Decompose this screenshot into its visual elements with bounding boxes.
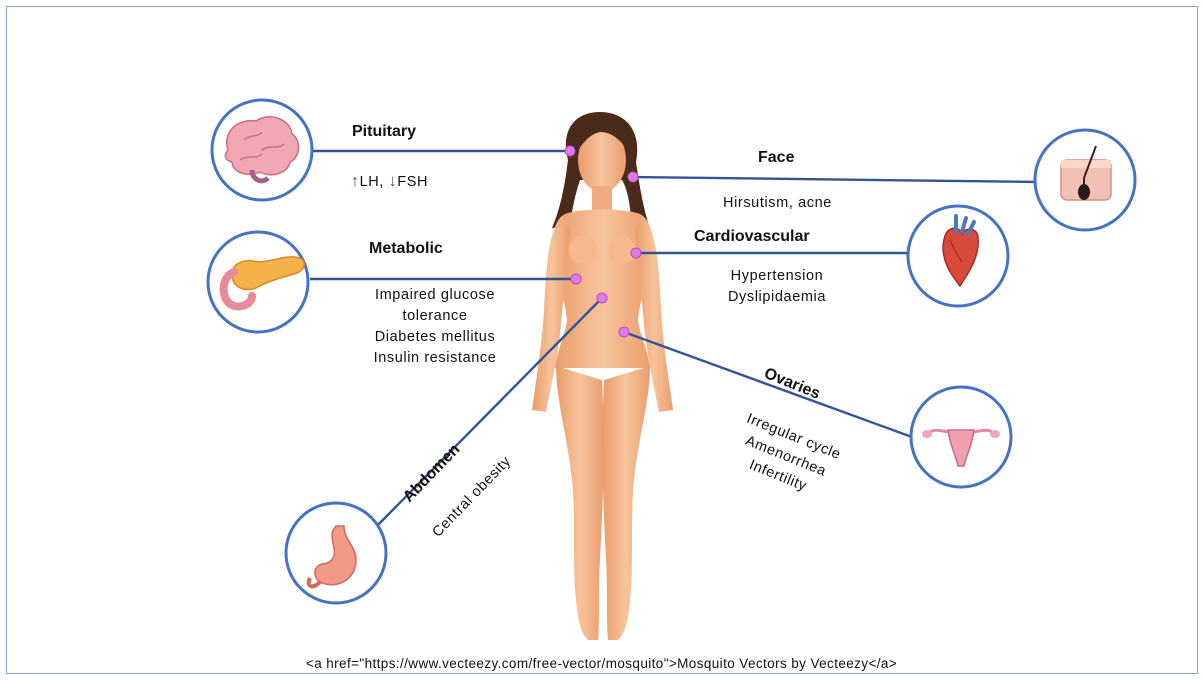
cardiovascular-line-1: Hypertension [714, 266, 840, 287]
face-marker [628, 172, 638, 182]
up-arrow-icon: ↑ [351, 173, 360, 190]
face-label: Face [758, 149, 794, 167]
pituitary-hormones: ↑LH, ↓FSH [351, 171, 428, 193]
metabolic-line-2: tolerance [359, 306, 511, 327]
abdomen-marker [597, 293, 607, 303]
metabolic-text: Impaired glucose tolerance Diabetes mell… [359, 285, 511, 369]
metabolic-line-4: Insulin resistance [359, 348, 511, 369]
face-text: Hirsutism, acne [723, 193, 832, 214]
cardiovascular-label: Cardiovascular [694, 228, 810, 246]
metabolic-line-1: Impaired glucose [359, 285, 511, 306]
cardiovascular-marker [631, 248, 641, 258]
female-body-figure [532, 112, 673, 640]
metabolic-line-3: Diabetes mellitus [359, 327, 511, 348]
metabolic-label: Metabolic [369, 240, 443, 258]
ovaries-marker [619, 327, 629, 337]
cardiovascular-line-2: Dyslipidaemia [714, 287, 840, 308]
lh-text: LH, [360, 174, 384, 190]
image-credit: <a href="https://www.vecteezy.com/free-v… [0, 656, 1203, 671]
pituitary-marker [565, 146, 575, 156]
pituitary-label: Pituitary [352, 123, 416, 141]
down-arrow-icon: ↓ [389, 173, 398, 190]
cardiovascular-text: Hypertension Dyslipidaemia [714, 266, 840, 308]
metabolic-marker [571, 274, 581, 284]
fsh-text: FSH [397, 174, 428, 190]
face-connector [633, 177, 1040, 182]
